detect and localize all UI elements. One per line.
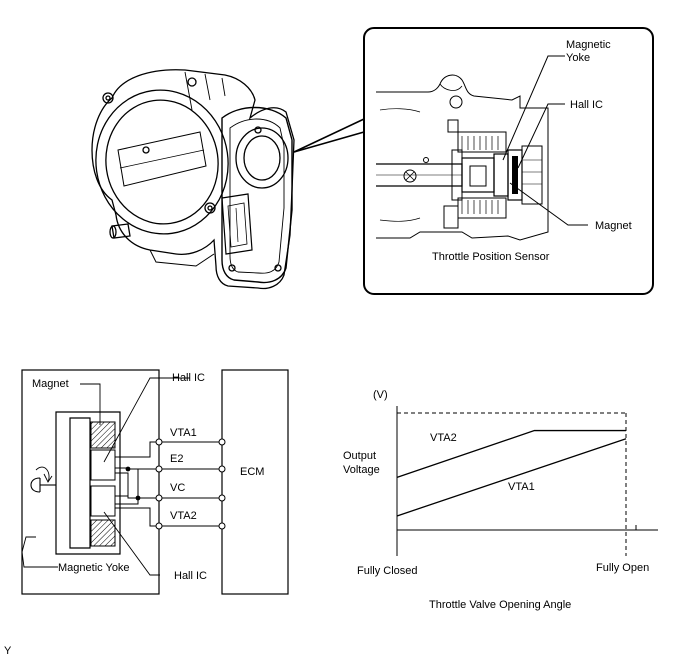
chart-series-layer: [396, 429, 627, 517]
circuit-label-hall-ic-bottom: Hall IC: [174, 570, 207, 582]
junction-dot-vc: [135, 495, 141, 501]
terminal-vc-ecm: [218, 494, 226, 502]
terminal-label-vta1: VTA1: [170, 427, 197, 439]
sensor-detail-frame: [363, 27, 654, 295]
magnetic-yoke-shape: [55, 411, 121, 555]
sensor-detail-illustration: [376, 74, 549, 241]
terminal-vta1-ecm: [218, 438, 226, 446]
chart-ylabel-line2: Voltage: [343, 464, 380, 476]
chart-xlabel: Throttle Valve Opening Angle: [429, 599, 571, 611]
throttle-body-illustration: [91, 69, 295, 290]
series-line-vta1: [396, 438, 627, 517]
series-label-vta2: VTA2: [430, 432, 457, 444]
hall-ic-top-element: [90, 449, 116, 481]
chart-y-unit: (V): [373, 389, 388, 401]
magnet-top: [90, 421, 116, 449]
label-magnetic-yoke-line2: Yoke: [566, 52, 590, 64]
chart-xtick-fully-open: Fully Open: [596, 562, 649, 574]
terminal-circles: [155, 438, 226, 530]
rotation-shaft-icon: [30, 466, 56, 493]
detail-caption: Throttle Position Sensor: [432, 251, 550, 263]
terminal-e2-ecm: [218, 465, 226, 473]
detail-leaders: [502, 55, 588, 226]
label-magnetic-yoke-line1: Magnetic: [566, 39, 611, 51]
label-magnet-detail: Magnet: [595, 220, 632, 232]
hall-ic-bottom-element: [90, 485, 116, 517]
magnet-bottom: [90, 519, 116, 547]
label-hall-ic-detail: Hall IC: [570, 99, 603, 111]
circuit-wires: [115, 441, 222, 527]
series-line-vta2: [396, 429, 626, 478]
callout-pointer: [293, 118, 365, 153]
ecm-box: [221, 369, 289, 595]
terminal-label-vta2: VTA2: [170, 510, 197, 522]
chart-ylabel-line1: Output: [343, 450, 376, 462]
ecm-label: ECM: [240, 466, 264, 478]
terminal-e2-sensor: [155, 465, 163, 473]
series-label-vta1: VTA1: [508, 481, 535, 493]
circuit-leaders: [21, 377, 190, 576]
terminal-label-vc: VC: [170, 482, 185, 494]
terminal-vta1-sensor: [155, 438, 163, 446]
circuit-label-magnet: Magnet: [32, 378, 69, 390]
figure-code: Y: [4, 645, 12, 657]
circuit-label-hall-ic-top: Hall IC: [172, 372, 205, 384]
terminal-vta2-sensor: [155, 522, 163, 530]
sensor-housing-box: [21, 369, 160, 595]
chart-xtick-fully-closed: Fully Closed: [357, 565, 418, 577]
terminal-label-e2: E2: [170, 453, 183, 465]
junction-dot-e2: [125, 466, 131, 472]
circuit-label-magnetic-yoke: Magnetic Yoke: [58, 562, 130, 574]
terminal-vta2-ecm: [218, 522, 226, 530]
terminal-vc-sensor: [155, 494, 163, 502]
